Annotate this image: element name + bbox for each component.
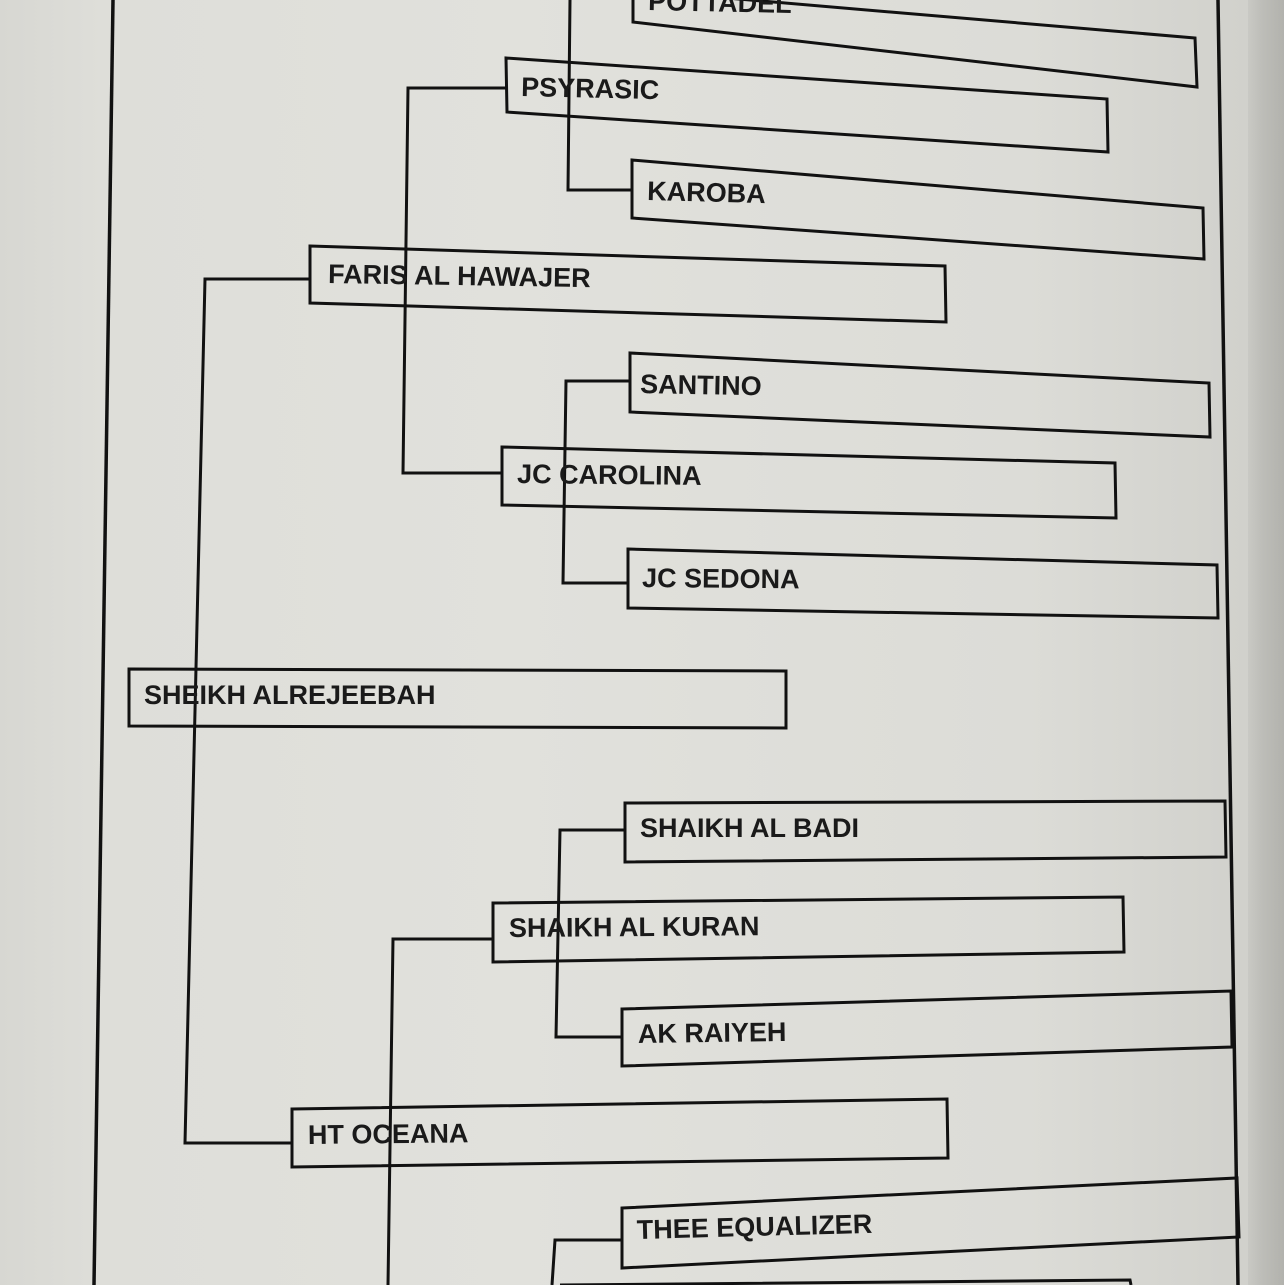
pedigree-entry-partial xyxy=(559,1278,1133,1285)
sire-connector xyxy=(401,86,506,475)
name-label: JC SEDONA xyxy=(642,563,800,594)
pedigree-entry-sire: FARIS AL HAWAJER xyxy=(308,244,948,324)
name-label: SHAIKH AL BADI xyxy=(640,813,859,843)
root-connector xyxy=(183,277,310,1145)
dam-connector xyxy=(386,937,493,1285)
pedigree-entry-sire-dam-sire: SANTINO xyxy=(628,351,1212,439)
name-label: THEE EQUALIZER xyxy=(636,1209,872,1245)
pedigree-entry-root[interactable]: SHEIKH ALREJEEBAH xyxy=(127,667,788,730)
name-label: SHAIKH AL KURAN xyxy=(509,911,760,943)
pedigree-entry-dam: HT OCEANA xyxy=(290,1097,950,1169)
dam-sire-connector xyxy=(554,828,625,1039)
pedigree-entry-sire-dam: JC CAROLINA xyxy=(500,445,1118,520)
sire-dam-connector xyxy=(561,379,630,585)
name-label: HT OCEANA xyxy=(308,1118,469,1150)
pedigree-entry-dam-sire-dam: AK RAIYEH xyxy=(620,989,1234,1068)
dam-dam-connector xyxy=(550,1238,622,1285)
name-label: SANTINO xyxy=(640,369,762,401)
pedigree-entry-sire-sire: PSYRASIC xyxy=(504,56,1110,154)
pedigree-entry-dam-dam-sire: THEE EQUALIZER xyxy=(620,1176,1241,1270)
name-label: PSYRASIC xyxy=(521,72,660,105)
pedigree-entry-dam-sire: SHAIKH AL KURAN xyxy=(491,895,1126,964)
name-label: SHEIKH ALREJEEBAH xyxy=(144,680,436,710)
name-label: POTTADEL xyxy=(648,0,792,19)
pedigree-entry-sire-sire-sire: POTTADEL xyxy=(631,0,1199,89)
name-label: AK RAIYEH xyxy=(638,1017,787,1049)
name-label: JC CAROLINA xyxy=(517,459,702,491)
pedigree-entry-sire-dam-dam: JC SEDONA xyxy=(626,547,1220,620)
name-label: KAROBA xyxy=(647,176,766,209)
page-edge xyxy=(1248,0,1284,1285)
right-frame-line xyxy=(1216,0,1240,1285)
name-label: FARIS AL HAWAJER xyxy=(328,259,591,293)
left-frame-line xyxy=(92,0,115,1285)
pedigree-entry-sire-sire-dam: KAROBA xyxy=(630,158,1206,261)
pedigree-entry-dam-sire-sire: SHAIKH AL BADI xyxy=(623,799,1228,864)
connector-lines xyxy=(183,0,632,1285)
